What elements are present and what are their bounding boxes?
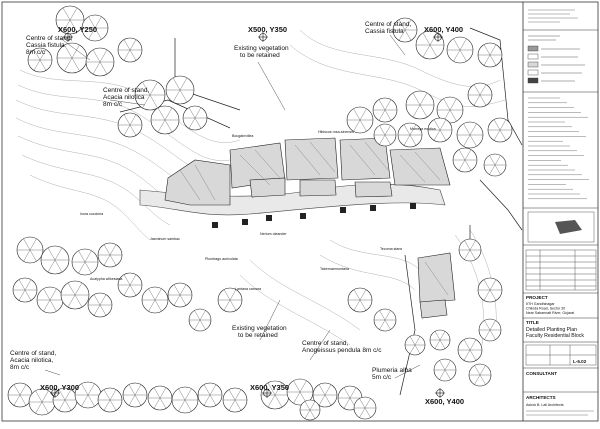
annotation-stand-acacia-upper: Centre of stand, Acacia nilotica 8m c/c [103,87,151,108]
architects-name: Ashok B. Lall Architects [526,403,564,407]
building-interior-lines [179,141,449,296]
site-boundary [119,27,523,396]
annotation-vegetation-bottom: Existing vegetation to be retained [232,325,288,339]
svg-text:Plumbago auriculata: Plumbago auriculata [205,257,238,261]
project-lines: IITH Gandhinagar Chiloda Road, Sector 30… [526,302,574,315]
title-block: PROJECT IITH Gandhinagar Chiloda Road, S… [523,9,598,416]
coord-bottom-left: X600, Y300 [40,383,79,392]
title-lines: Detailed Planting Plan Faculty Residenti… [526,327,584,339]
svg-text:Lantana camara: Lantana camara [235,287,261,291]
residential-blocks [164,137,456,319]
coord-bottom-mid: X600, Y350 [250,383,289,392]
coord-top-right: X600, Y400 [424,25,463,34]
svg-text:Bougainvillea: Bougainvillea [232,134,253,138]
architects-label: ARCHITECTS [526,395,556,400]
existing-trees [7,5,513,421]
annotation-stand-anogeissus: Centre of stand, Anogeissus pendula 8m c… [302,340,382,354]
annotation-leaders [44,34,421,379]
annotation-stand-acacia-lower: Centre of stand, Acacia nilotica, 8m c/c [10,350,58,371]
coord-top-mid: X500, Y350 [248,25,287,34]
svg-text:Acalypha wilkesiana: Acalypha wilkesiana [90,277,122,281]
coord-bottom-right: X600, Y400 [425,397,464,406]
svg-text:Jasminum sambac: Jasminum sambac [150,237,180,241]
svg-text:Murraya exotica: Murraya exotica [410,127,436,131]
svg-text:Ixora coccinea: Ixora coccinea [80,212,103,216]
annotation-vegetation-top: Existing vegetation to be retained [234,45,290,59]
svg-text:Tabernaemontana: Tabernaemontana [320,267,349,271]
svg-text:Nerium oleander: Nerium oleander [260,232,287,236]
annotation-stand-cassia-left: Centre of stand, Cassia fistula 8m c/c [26,35,74,56]
plant-notes: Bougainvillea Hibiscus rosa-sinensis Mur… [80,127,436,291]
planter-boxes [212,203,416,228]
coord-top-left: X600, Y250 [58,25,97,34]
svg-text:Hibiscus rosa-sinensis: Hibiscus rosa-sinensis [318,130,354,134]
drawing-number: L-6.02 [573,359,587,364]
annotation-plumeria: Plumeria alba 5m c/c [372,367,414,381]
project-label: PROJECT [526,295,548,300]
annotation-stand-cassia-right: Centre of stand, Cassia fistula [365,21,413,35]
survey-markers [50,32,445,398]
svg-text:Tecoma stans: Tecoma stans [380,247,402,251]
title-label: TITLE [526,320,539,325]
consultant-label: CONSULTANT [526,371,557,376]
